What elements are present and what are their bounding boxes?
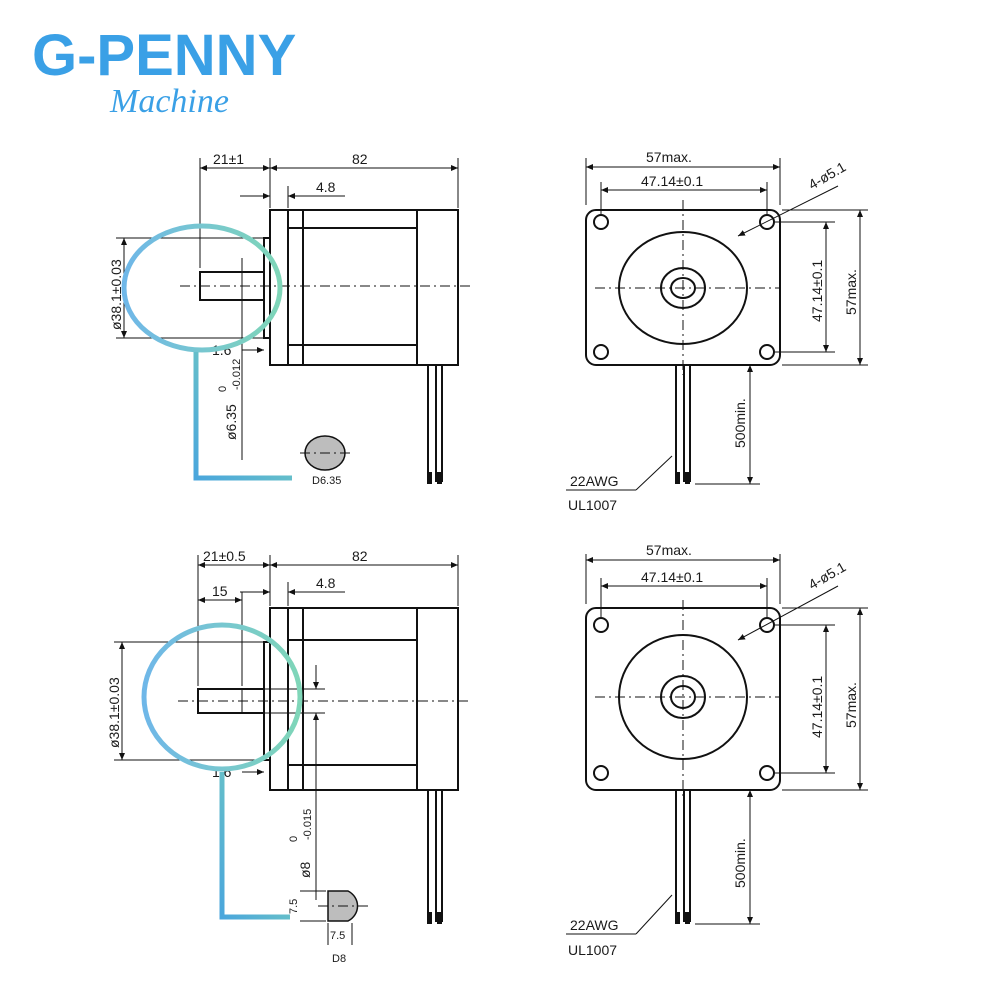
dim-pilot-diameter: ø38.1±0.03 [106, 677, 122, 748]
dim-overall-width: 57max. [646, 542, 692, 558]
highlight-leader [219, 772, 290, 920]
dim-flat-width: 7.5 [330, 930, 345, 942]
dim-overall-height: 57max. [843, 269, 859, 315]
wire-gauge: 22AWG [570, 473, 619, 489]
dim-overall-height: 57max. [843, 682, 859, 728]
section-label: D8 [332, 953, 346, 965]
dim-shaft-tol-upper: 0 [288, 836, 300, 842]
dim-hole-spacing-vertical: 47.14±0.1 [809, 676, 825, 738]
bottom-front-view: 57max. 47.14±0.1 4-ø5.1 47.14±0.1 57max.… [566, 542, 868, 958]
dim-overall-width: 57max. [646, 149, 692, 165]
dim-hole-spacing-vertical: 47.14±0.1 [809, 260, 825, 322]
bottom-side-view: 21±0.5 82 15 4.8 ø38.1±0.03 1.6 ø8 0 -0.… [106, 548, 470, 965]
dim-shaft-tol-upper: 0 [217, 386, 229, 392]
wire-gauge: 22AWG [570, 917, 619, 933]
highlight-ring [121, 223, 283, 353]
dim-shaft-tol-lower: -0.012 [231, 359, 243, 390]
dim-mounting-holes: 4-ø5.1 [806, 558, 849, 592]
dim-shaft-length: 21±0.5 [203, 548, 246, 564]
dim-shaft-tol-lower: -0.015 [302, 809, 314, 840]
dim-flat-length: 15 [212, 583, 228, 599]
dim-flange: 4.8 [316, 575, 336, 591]
dim-shaft-length: 21±1 [213, 151, 244, 167]
brand-name: G-PENNY [32, 23, 296, 88]
dim-body-length: 82 [352, 151, 368, 167]
dim-body-length: 82 [352, 548, 368, 564]
dim-flange: 4.8 [316, 179, 336, 195]
top-side-view: 21±1 82 4.8 ø38.1±0.03 1.6 ø6.35 0 -0.01… [108, 151, 470, 487]
dim-flat-height: 7.5 [288, 899, 300, 914]
dim-lead-length: 500min. [732, 398, 748, 448]
highlight-ring [141, 622, 303, 772]
wire-spec: UL1007 [568, 942, 617, 958]
wire-spec: UL1007 [568, 497, 617, 513]
brand-tagline: Machine [109, 83, 229, 120]
dim-hole-spacing: 47.14±0.1 [641, 569, 703, 585]
section-label: D6.35 [312, 475, 341, 487]
dim-lead-length: 500min. [732, 838, 748, 888]
motor-body [269, 209, 459, 366]
dim-mounting-holes: 4-ø5.1 [806, 158, 849, 192]
dim-shaft-diameter: ø8 [297, 861, 313, 878]
highlight-leader [193, 352, 292, 481]
dim-pilot-diameter: ø38.1±0.03 [108, 259, 124, 330]
dim-hole-spacing: 47.14±0.1 [641, 173, 703, 189]
dim-shaft-diameter: ø6.35 [223, 404, 239, 440]
top-front-view: 57max. 47.14±0.1 4-ø5.1 47.14±0.1 57max.… [566, 149, 868, 513]
